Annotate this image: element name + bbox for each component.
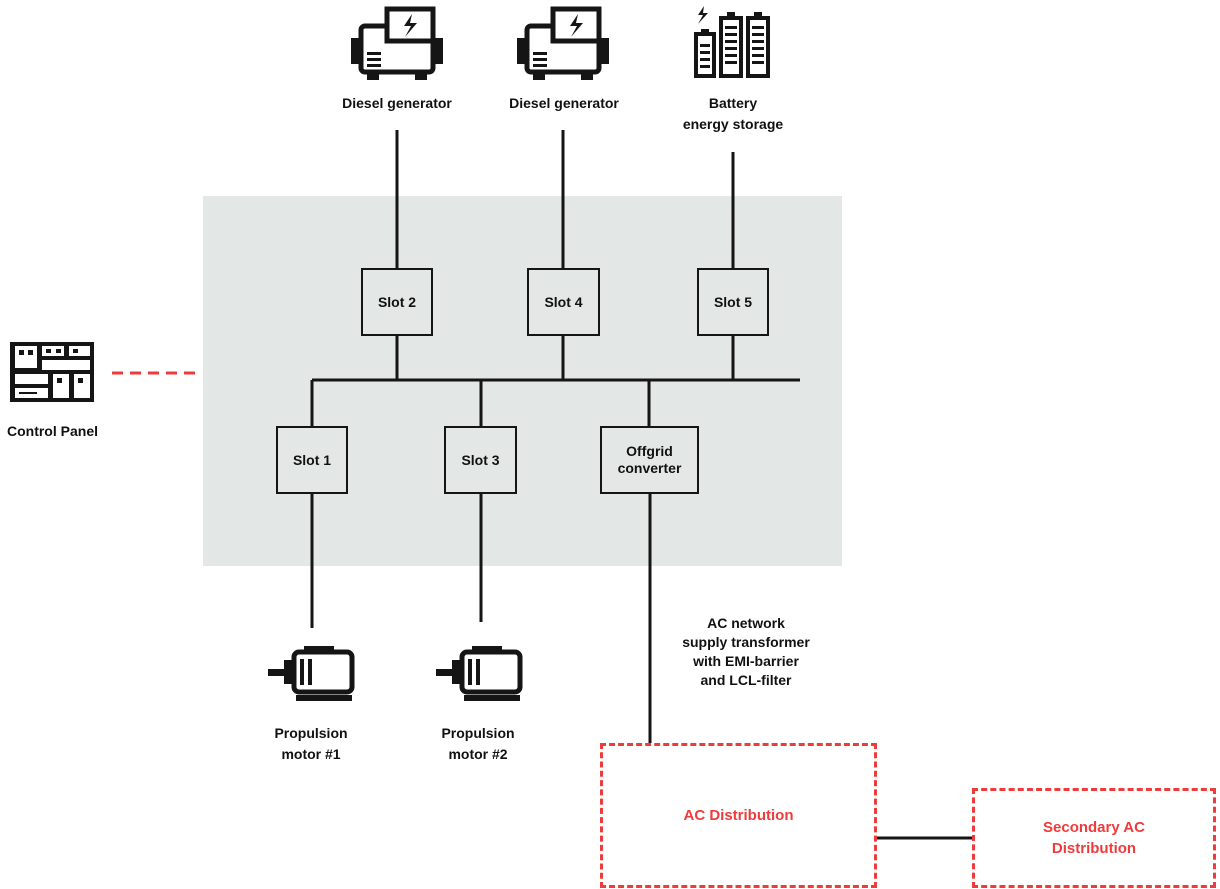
secondary-ac-label-line2: Distribution xyxy=(1051,840,1137,857)
slot-2[interactable]: Slot 2 xyxy=(361,268,433,336)
diesel-generator-icon xyxy=(349,6,445,82)
electric-motor-icon xyxy=(434,642,526,704)
motor2-label-line1: Propulsion xyxy=(441,725,515,741)
electric-motor-icon xyxy=(266,642,358,704)
ac-distribution-label: AC Distribution xyxy=(683,807,794,824)
gen1-label: Diesel generator xyxy=(342,95,452,111)
transformer-note-line4: and LCL-filter xyxy=(700,672,792,688)
battery-icon xyxy=(690,4,776,80)
offgrid-converter[interactable]: Offgrid converter xyxy=(600,426,699,494)
motor2-label-line2: motor #2 xyxy=(448,746,508,762)
ac-distribution-box[interactable]: AC Distribution xyxy=(600,743,877,888)
battery-label-line2: energy storage xyxy=(682,116,784,132)
battery-label: Battery energy storage xyxy=(653,93,813,135)
diesel-generator-icon xyxy=(515,6,611,82)
gen2-label: Diesel generator xyxy=(509,95,619,111)
transformer-note: AC network supply transformer with EMI-b… xyxy=(656,614,836,690)
slot-2-label: Slot 2 xyxy=(377,293,417,310)
slot-5-label: Slot 5 xyxy=(713,293,753,310)
motor2-label: Propulsion motor #2 xyxy=(418,723,538,765)
control-panel-icon xyxy=(8,340,96,404)
offgrid-label-line2: converter xyxy=(617,460,682,476)
slot-5[interactable]: Slot 5 xyxy=(697,268,769,336)
secondary-ac-distribution-box[interactable]: Secondary AC Distribution xyxy=(972,788,1216,888)
transformer-note-line1: AC network xyxy=(707,615,785,631)
motor1-label: Propulsion motor #1 xyxy=(251,723,371,765)
slot-3-label: Slot 3 xyxy=(461,451,500,468)
motor1-label-line1: Propulsion xyxy=(274,725,348,741)
motor1-label-line2: motor #1 xyxy=(281,746,341,762)
transformer-note-line2: supply transformer xyxy=(682,634,810,650)
slot-4[interactable]: Slot 4 xyxy=(527,268,600,336)
slot-3[interactable]: Slot 3 xyxy=(444,426,517,494)
battery-label-line1: Battery xyxy=(708,95,758,111)
slot-4-label: Slot 4 xyxy=(544,293,583,310)
control-panel-label: Control Panel xyxy=(6,423,98,439)
transformer-note-line3: with EMI-barrier xyxy=(693,653,799,669)
offgrid-label-line1: Offgrid xyxy=(626,443,673,459)
slot-1-label: Slot 1 xyxy=(292,451,332,468)
secondary-ac-label-line1: Secondary AC xyxy=(1043,819,1145,836)
slot-1[interactable]: Slot 1 xyxy=(276,426,348,494)
